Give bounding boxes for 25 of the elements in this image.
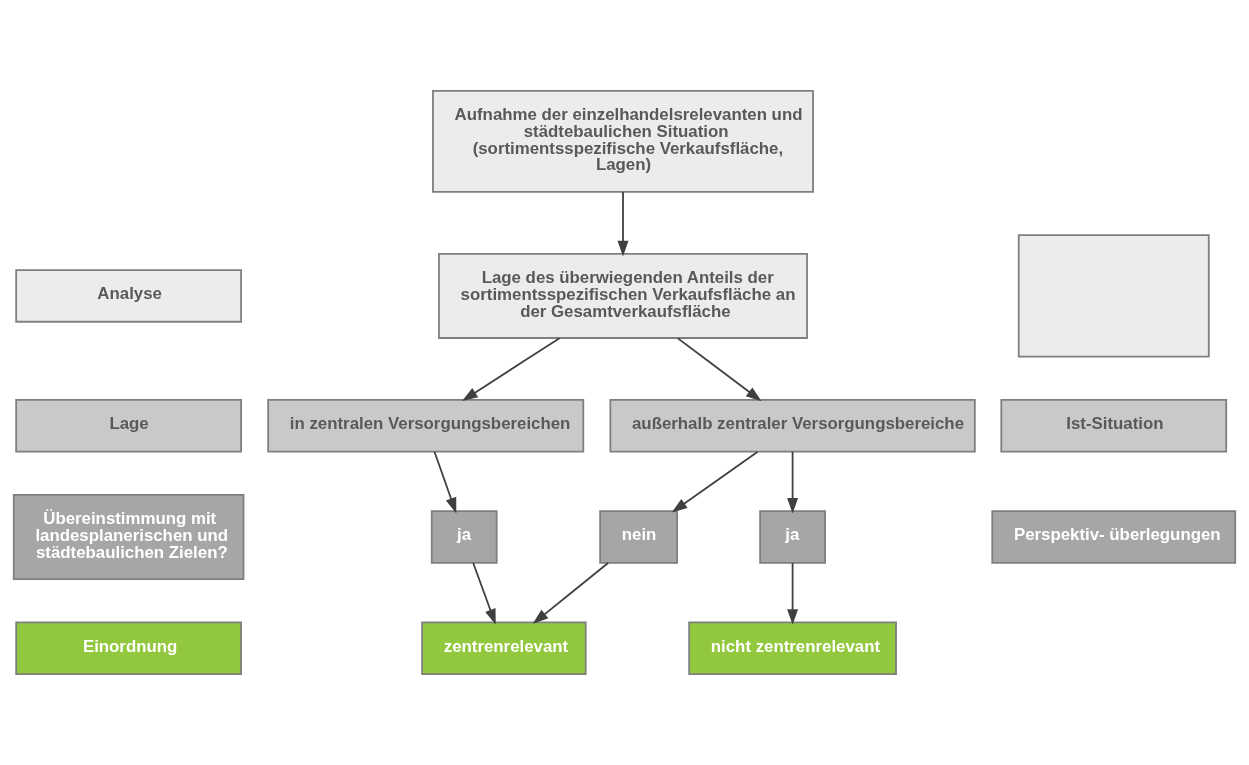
node-box: Aufnahme der einzelhandelsrelevanten und städtebaulichen Situation (sortimentsspezifische Verkaufsfläche, Lagen) bbox=[432, 89, 814, 193]
node-box: Analyse bbox=[15, 269, 242, 323]
node-box: zentrenrelevant bbox=[421, 621, 587, 676]
arrow bbox=[433, 450, 457, 514]
node-box: außerhalb zentraler Versorgungsbereiche bbox=[609, 399, 976, 453]
arrow bbox=[617, 191, 629, 257]
arrow bbox=[462, 337, 561, 402]
arrow bbox=[787, 450, 799, 514]
node-box bbox=[1017, 234, 1210, 358]
arrow bbox=[676, 337, 762, 402]
arrow bbox=[787, 562, 799, 625]
node-box: in zentralen Versorgungsbereichen bbox=[267, 399, 585, 453]
arrow bbox=[472, 562, 496, 625]
node-box: Perspektiv- überlegungen bbox=[991, 510, 1237, 564]
arrow bbox=[532, 562, 609, 624]
node-box: nicht zentrenrelevant bbox=[688, 621, 897, 676]
arrow bbox=[671, 450, 759, 513]
node-box: Lage des überwiegenden Anteils der sortimentsspezifischen Verkaufsfläche an der Gesamtverkaufsfläche bbox=[438, 252, 808, 339]
node-box: ja bbox=[759, 510, 826, 564]
node-box: Übereinstimmung mit landesplanerischen und städtebaulichen Zielen? bbox=[12, 494, 245, 581]
node-box: Lage bbox=[15, 399, 242, 453]
node-box: ja bbox=[430, 510, 498, 564]
node-box: Einordnung bbox=[15, 621, 242, 676]
node-box: nein bbox=[599, 510, 678, 564]
node-box: Ist-Situation bbox=[1000, 399, 1228, 453]
